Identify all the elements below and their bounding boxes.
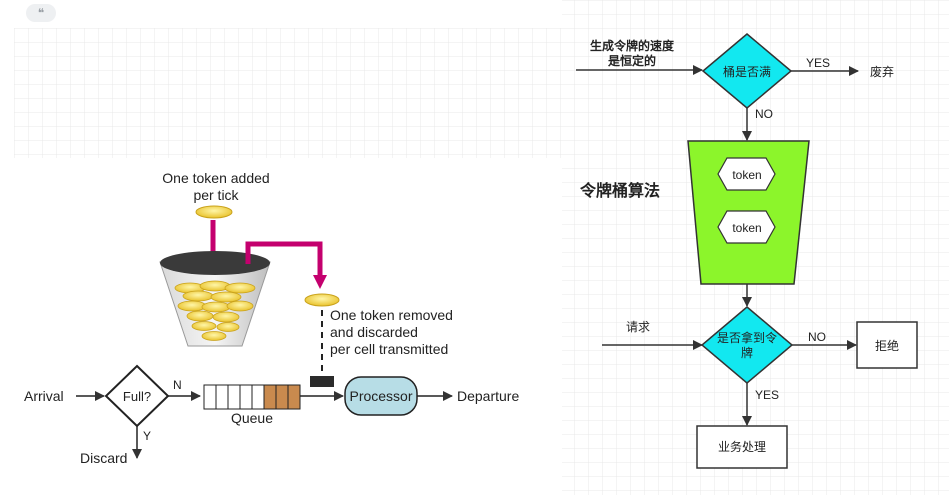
full-no-label: N <box>173 378 182 392</box>
right-flowchart: 生成令牌的速度 是恒定的 桶是否满 YES 废弃 NO 令牌桶算法 token … <box>576 33 918 469</box>
token-label-2: token <box>732 221 761 235</box>
grid-area-top-left <box>14 28 562 158</box>
departure-label: Departure <box>457 388 519 404</box>
yes-top-label: YES <box>806 56 830 70</box>
left-figure-panel <box>14 158 562 488</box>
full-yes-label: Y <box>143 429 151 443</box>
token-added-label-line2: per tick <box>193 187 239 203</box>
get-token-label-line2: 牌 <box>741 346 753 360</box>
full-decision-label: Full? <box>123 389 151 404</box>
request-label: 请求 <box>626 320 650 334</box>
queue-label: Queue <box>231 410 273 426</box>
yes-bottom-label: YES <box>755 388 779 402</box>
business-label: 业务处理 <box>718 439 766 454</box>
arrival-label: Arrival <box>24 388 64 404</box>
token-removed-label-line3: per cell transmitted <box>330 341 448 357</box>
get-token-label-line1: 是否拿到令 <box>717 330 777 345</box>
quote-icon[interactable]: ❝ <box>26 4 56 22</box>
token-gate-block <box>310 376 334 387</box>
bucket-full-label: 桶是否满 <box>723 64 771 79</box>
token-removed-label-line1: One token removed <box>330 307 453 323</box>
queue-cells <box>203 384 301 410</box>
no-top-label: NO <box>755 107 773 121</box>
algorithm-title: 令牌桶算法 <box>579 181 660 200</box>
token-hexagon-1 <box>717 157 776 191</box>
token-removed-arrow <box>245 241 327 289</box>
rate-question-line1: 生成令牌的速度 <box>590 38 675 53</box>
reject-box <box>856 321 918 369</box>
token-removed-label-line2: and discarded <box>330 324 418 340</box>
bucket-tokens <box>174 280 256 341</box>
no-bottom-label: NO <box>808 330 826 344</box>
business-box <box>696 425 788 469</box>
bucket-rim <box>160 251 270 275</box>
token-label-1: token <box>732 168 761 182</box>
removed-token-coin <box>304 293 340 307</box>
discard-label: Discard <box>80 450 127 466</box>
token-added-label-line1: One token added <box>162 170 269 186</box>
left-token-bucket-figure: One token added per tick <box>24 170 519 466</box>
processor-label: Processor <box>349 388 412 404</box>
rate-question-line2: 是恒定的 <box>607 53 656 68</box>
token-hexagon-2 <box>717 210 776 244</box>
reject-label: 拒绝 <box>875 338 899 353</box>
discard-cn-label: 废弃 <box>870 64 894 79</box>
incoming-token-coin <box>195 205 233 219</box>
